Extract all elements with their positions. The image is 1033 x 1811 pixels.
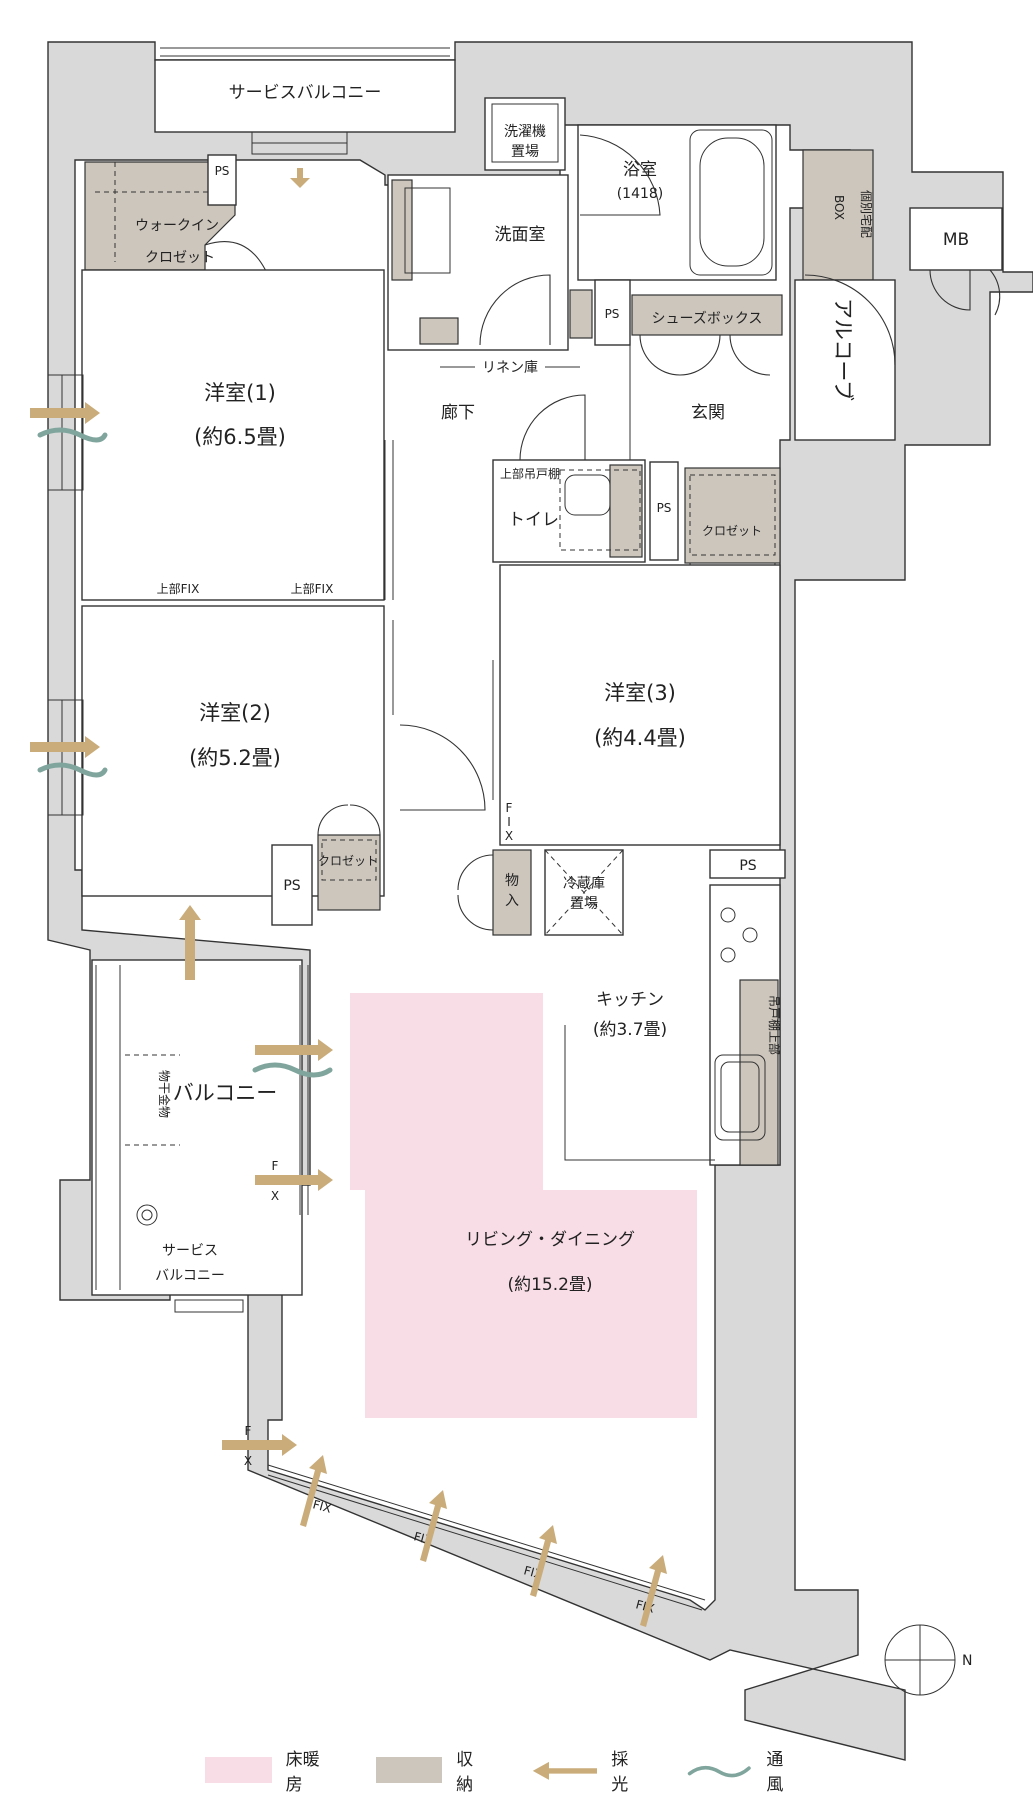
linen-storage	[569, 289, 593, 339]
room-1-name: 洋室(1)	[204, 381, 276, 405]
service-balcony-label-1: サービス	[162, 1243, 218, 1259]
room-3-name: 洋室(3)	[604, 681, 676, 705]
bath-size-label: (1418)	[617, 186, 664, 202]
legend-wind-label: 通風	[766, 1750, 784, 1795]
light-arrows	[30, 168, 667, 1627]
entrance-label: 玄関	[691, 403, 725, 423]
ps-5	[709, 849, 786, 879]
balcony-fix-f: F	[272, 1159, 279, 1173]
drying-hardware-label: 物干金物	[157, 1070, 172, 1118]
legend-storage-label: 収納	[456, 1750, 474, 1795]
room-1-size: (約6.5畳)	[194, 425, 286, 449]
room-2-name: 洋室(2)	[199, 701, 271, 725]
ps-3	[649, 461, 679, 561]
laundry-label-2: 置場	[511, 144, 539, 160]
storage-mono	[492, 849, 532, 936]
kitchen-size: (約3.7畳)	[593, 1020, 667, 1040]
washroom-vanity	[391, 179, 413, 281]
meter-box	[909, 207, 1003, 271]
legend-light: 採光	[531, 1745, 642, 1795]
upper-cabinet-label: 上部吊戸棚	[500, 466, 560, 481]
legend-storage: 収納	[375, 1745, 487, 1795]
floor-heating-swatch	[205, 1757, 272, 1783]
ps-1	[207, 154, 237, 206]
closet-2	[317, 834, 381, 911]
legend-wind: 通風	[686, 1745, 797, 1795]
fridge-label-1: 冷蔵庫	[563, 875, 605, 892]
wind-waves	[37, 427, 333, 1078]
laundry-area	[484, 97, 566, 171]
hallway-label: 廊下	[441, 403, 475, 423]
kitchen-upper-cabinet-label: 吊戸棚上部	[767, 995, 782, 1055]
corner-fix-x: X	[244, 1454, 252, 1468]
balcony-label: バルコニー	[173, 1081, 278, 1105]
room-3-fix-i: I	[507, 815, 511, 829]
corner-fix-f: F	[245, 1424, 252, 1438]
walkin-label-2: クロゼット	[145, 250, 215, 266]
legend-light-label: 採光	[611, 1750, 629, 1795]
toilet-label: トイレ	[508, 510, 559, 530]
stove-icon	[720, 907, 758, 963]
compass-icon: N	[884, 1624, 972, 1696]
legend-floor-heating-label: 床暖房	[285, 1750, 320, 1795]
diagonal-fix-1: FIX	[311, 1497, 333, 1515]
room-3-fix-x: X	[505, 829, 513, 843]
room-3	[499, 564, 781, 846]
closet-1-label: クロゼット	[702, 524, 762, 538]
ps-2-label: PS	[605, 307, 620, 321]
service-balcony-top-label: サービスバルコニー	[229, 83, 382, 103]
wind-wave-icon	[687, 1765, 751, 1778]
room-3-fix-f: F	[506, 801, 513, 815]
light-arrow-icon	[532, 1761, 598, 1780]
closet-1	[684, 467, 781, 564]
bath-label: 浴室	[623, 160, 657, 180]
service-balcony-label-2: バルコニー	[155, 1268, 225, 1284]
laundry-label-1: 洗濯機	[504, 124, 546, 140]
alcove-label: アルコーブ	[831, 298, 855, 401]
parcel-box-label-2: BOX	[832, 195, 846, 220]
balcony	[91, 959, 303, 1296]
ps-4-label: PS	[283, 878, 300, 894]
washroom	[387, 174, 569, 351]
storage-label-1: 物	[505, 873, 519, 889]
walkin-label-1: ウォークイン	[135, 218, 219, 234]
storage-swatch	[375, 1757, 443, 1783]
ps-3-label: PS	[657, 501, 672, 515]
ps-2	[594, 279, 631, 346]
compass-n-label: N	[962, 1653, 972, 1669]
upper-fix-label-1: 上部FIX	[157, 581, 200, 596]
bath-room	[577, 124, 777, 281]
drain-icon	[136, 1204, 158, 1226]
fridge-label-2: 置場	[570, 896, 598, 912]
kitchen-sink	[714, 1054, 766, 1141]
parcel-box-label-1: 個別宅配	[859, 190, 874, 238]
ldk-size: (約15.2畳)	[507, 1275, 592, 1295]
legend: 床暖房 収納 採光 通風	[205, 1750, 825, 1795]
linen-label: リネン庫	[482, 359, 538, 376]
toilet-upper-cabinet	[609, 464, 643, 558]
service-balcony-top	[154, 59, 456, 133]
balcony-fix-x: X	[271, 1189, 279, 1203]
alcove	[794, 279, 896, 441]
room-1	[81, 269, 385, 601]
room-2-size: (約5.2畳)	[189, 746, 281, 770]
ldk-name: リビング・ダイニング	[465, 1230, 635, 1250]
legend-floor-heating: 床暖房	[205, 1745, 332, 1795]
storage-label-2: 入	[505, 893, 519, 909]
floor-heating-area	[350, 993, 697, 1418]
shoe-box	[631, 294, 783, 336]
ps-1-label: PS	[215, 164, 230, 178]
shoe-box-label: シューズボックス	[652, 311, 763, 327]
kitchen-name: キッチン	[596, 990, 664, 1010]
ps-5-label: PS	[739, 858, 756, 874]
closet-2-label: クロゼット	[318, 854, 378, 868]
upper-fix-label-2: 上部FIX	[291, 581, 334, 596]
washroom-storage	[419, 317, 459, 345]
washroom-label: 洗面室	[495, 225, 546, 245]
room-3-size: (約4.4畳)	[594, 726, 686, 750]
mb-label: MB	[943, 230, 969, 250]
ps-4	[271, 844, 313, 926]
